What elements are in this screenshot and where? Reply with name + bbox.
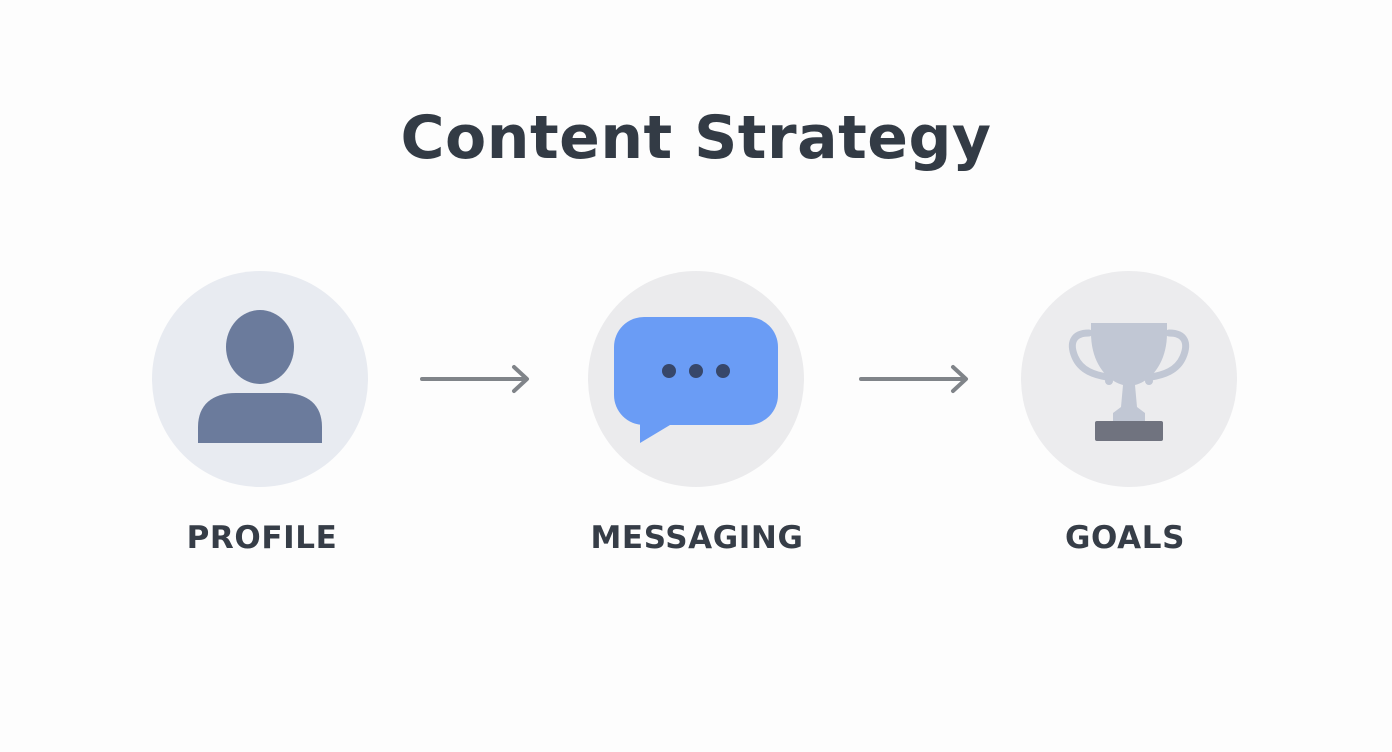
diagram-title: Content Strategy xyxy=(400,103,992,173)
dot-icon xyxy=(689,364,703,378)
user-profile-icon xyxy=(152,271,368,487)
dot-icon xyxy=(662,364,676,378)
messaging-step-circle xyxy=(588,271,804,487)
profile-step-circle xyxy=(152,271,368,487)
profile-step-label: PROFILE xyxy=(186,520,338,556)
goals-step-label: GOALS xyxy=(1064,520,1186,556)
messaging-step-label: MESSAGING xyxy=(590,520,804,556)
arrow-right-icon xyxy=(859,365,968,393)
chat-bubble-icon xyxy=(588,271,804,487)
goals-step-circle xyxy=(1021,271,1237,487)
dot-icon xyxy=(716,364,730,378)
arrow-right-icon xyxy=(420,365,529,393)
trophy-icon xyxy=(1021,271,1237,487)
